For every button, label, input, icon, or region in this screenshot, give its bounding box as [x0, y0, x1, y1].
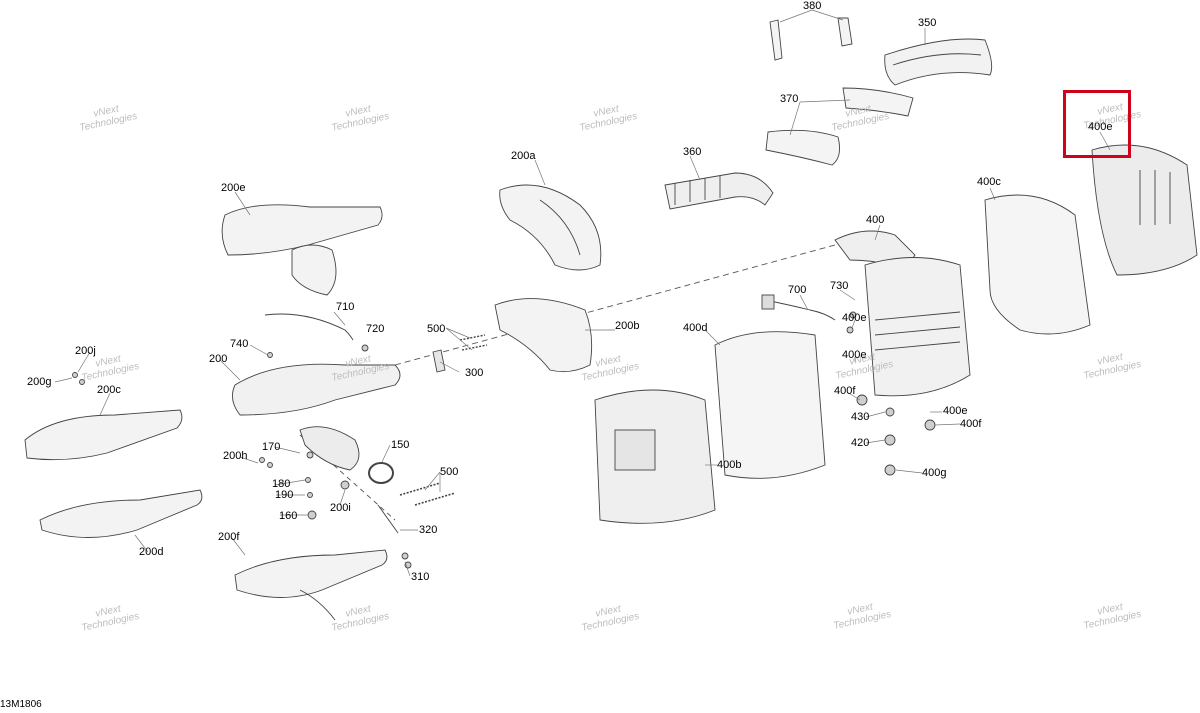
callout-400c[interactable]: 400c [977, 176, 1001, 188]
callout-700[interactable]: 700 [788, 284, 807, 296]
part-400d-panel [714, 331, 826, 479]
callout-200i[interactable]: 200i [330, 502, 351, 514]
callout-200f[interactable]: 200f [218, 531, 240, 543]
leader-lines [54, 9, 1111, 577]
part-500-springs [399, 334, 488, 506]
callout-400e-highlighted[interactable]: 400e [1088, 121, 1113, 133]
part-400c-cover [984, 194, 1091, 335]
callout-400e-c[interactable]: 400e [943, 405, 968, 417]
callout-710[interactable]: 710 [336, 301, 355, 313]
callout-200e[interactable]: 200e [221, 182, 246, 194]
part-360-tube [664, 172, 774, 210]
callout-500-upper[interactable]: 500 [427, 323, 446, 335]
part-320-rod [377, 504, 399, 534]
callout-200b[interactable]: 200b [615, 320, 640, 332]
part-150-gasket [368, 462, 394, 484]
callout-370[interactable]: 370 [780, 93, 799, 105]
callout-400e-a[interactable]: 400e [842, 312, 867, 324]
part-370-ducts [765, 87, 914, 166]
callout-200j[interactable]: 200j [75, 345, 96, 357]
callout-730[interactable]: 730 [830, 280, 849, 292]
part-400-muffler [834, 230, 971, 397]
assembly-axis-line [394, 244, 836, 366]
callout-200g[interactable]: 200g [27, 376, 52, 388]
callout-400e-b[interactable]: 400e [842, 349, 867, 361]
part-200a-shield [499, 184, 602, 271]
part-350-shield [884, 38, 993, 86]
callout-190[interactable]: 190 [275, 489, 294, 501]
callout-400d[interactable]: 400d [683, 322, 708, 334]
callout-160[interactable]: 160 [279, 510, 298, 522]
small-hardware [72, 311, 936, 569]
callout-420[interactable]: 420 [851, 437, 870, 449]
callout-400b[interactable]: 400b [717, 459, 742, 471]
callout-300[interactable]: 300 [465, 367, 484, 379]
part-200f-cover [234, 549, 388, 621]
callout-380[interactable]: 380 [803, 0, 822, 12]
callout-200a[interactable]: 200a [511, 150, 536, 162]
callout-200[interactable]: 200 [209, 353, 228, 365]
part-710-sensor [264, 313, 354, 341]
callout-360[interactable]: 360 [683, 146, 702, 158]
part-300-clamp [432, 349, 446, 373]
callout-320[interactable]: 320 [419, 524, 438, 536]
callout-200d[interactable]: 200d [139, 546, 164, 558]
part-700-sensor [761, 294, 836, 321]
callout-740[interactable]: 740 [230, 338, 249, 350]
part-200d-cover [39, 489, 203, 538]
callout-400g[interactable]: 400g [922, 467, 947, 479]
callout-400[interactable]: 400 [866, 214, 885, 226]
part-200c-cover [24, 409, 183, 461]
diagram-code: 13M1806 [0, 699, 42, 710]
callout-200h[interactable]: 200h [223, 450, 248, 462]
part-200b-shield [494, 298, 593, 373]
callout-430[interactable]: 430 [851, 411, 870, 423]
callout-180[interactable]: 180 [272, 478, 291, 490]
part-380-clips [769, 17, 853, 61]
callout-350[interactable]: 350 [918, 17, 937, 29]
callout-150[interactable]: 150 [391, 439, 410, 451]
callout-200c[interactable]: 200c [97, 384, 121, 396]
highlight-box [1063, 90, 1131, 158]
part-400b-muffler-body [594, 389, 716, 524]
callout-170[interactable]: 170 [262, 441, 281, 453]
callout-400f-b[interactable]: 400f [960, 418, 982, 430]
part-200-exhaust-pipe [231, 363, 401, 471]
part-400e-top-cover [1091, 144, 1198, 276]
callout-400f-a[interactable]: 400f [834, 385, 856, 397]
part-200e-cover [221, 204, 383, 296]
callout-500-lower[interactable]: 500 [440, 466, 459, 478]
callout-720[interactable]: 720 [366, 323, 385, 335]
callout-310[interactable]: 310 [411, 571, 430, 583]
